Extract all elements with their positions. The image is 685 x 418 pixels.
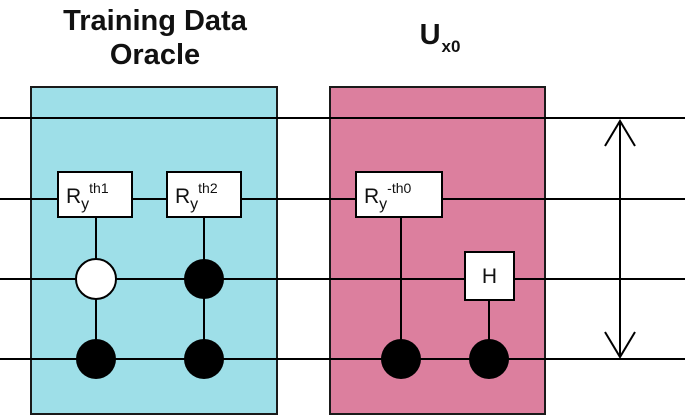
- open-control-dot: [75, 258, 117, 300]
- ry-neg-th0-sub: y: [379, 196, 387, 213]
- title-line-2: Oracle: [109, 39, 201, 71]
- title-line-1: Training Data: [63, 5, 247, 37]
- training-data-oracle-block: [30, 86, 278, 415]
- closed-control-dot: [76, 339, 116, 379]
- hadamard-gate: H: [464, 251, 515, 301]
- ry-th1-sup: th1: [89, 180, 109, 196]
- ry-th2-gate-box: [166, 171, 242, 218]
- double-headed-arrow-icon: [604, 119, 636, 359]
- ry-th2-base: R: [175, 185, 190, 208]
- ux0-title-subscript: x0: [441, 37, 461, 56]
- closed-control-dot: [381, 339, 421, 379]
- ux0-title: Ux0: [350, 18, 530, 56]
- training-data-oracle-title: Training Data Oracle: [20, 4, 290, 72]
- ry-th2-label: Ryth2: [175, 180, 218, 213]
- ry-th1-label: Ryth1: [66, 180, 109, 213]
- ux0-block: [329, 86, 546, 415]
- ry-th1-gate-box: [57, 171, 133, 218]
- ry-th2-gate: Ryth2: [166, 171, 242, 218]
- ry-th1-sub: y: [81, 196, 89, 213]
- hadamard-label: H: [482, 265, 497, 288]
- ry-neg-th0-sup: -th0: [387, 180, 411, 196]
- arrow-head-down: [604, 331, 636, 359]
- closed-control-dot: [469, 339, 509, 379]
- ry-th2-sup: th2: [198, 180, 218, 196]
- hadamard-gate-box: [464, 251, 515, 301]
- ry-neg-th0-base: R: [364, 185, 379, 208]
- ry-th2-sub: y: [190, 196, 198, 213]
- closed-control-dot: [184, 259, 224, 299]
- ry-neg-th0-gate: Ry-th0: [355, 171, 443, 218]
- ry-neg-th0-gate-box: [355, 171, 443, 218]
- ux0-title-main: U: [419, 19, 441, 51]
- closed-control-dot: [184, 339, 224, 379]
- ry-th1-gate: Ryth1: [57, 171, 133, 218]
- arrow-head-up: [604, 119, 636, 147]
- ry-th1-base: R: [66, 185, 81, 208]
- ry-neg-th0-label: Ry-th0: [364, 180, 412, 213]
